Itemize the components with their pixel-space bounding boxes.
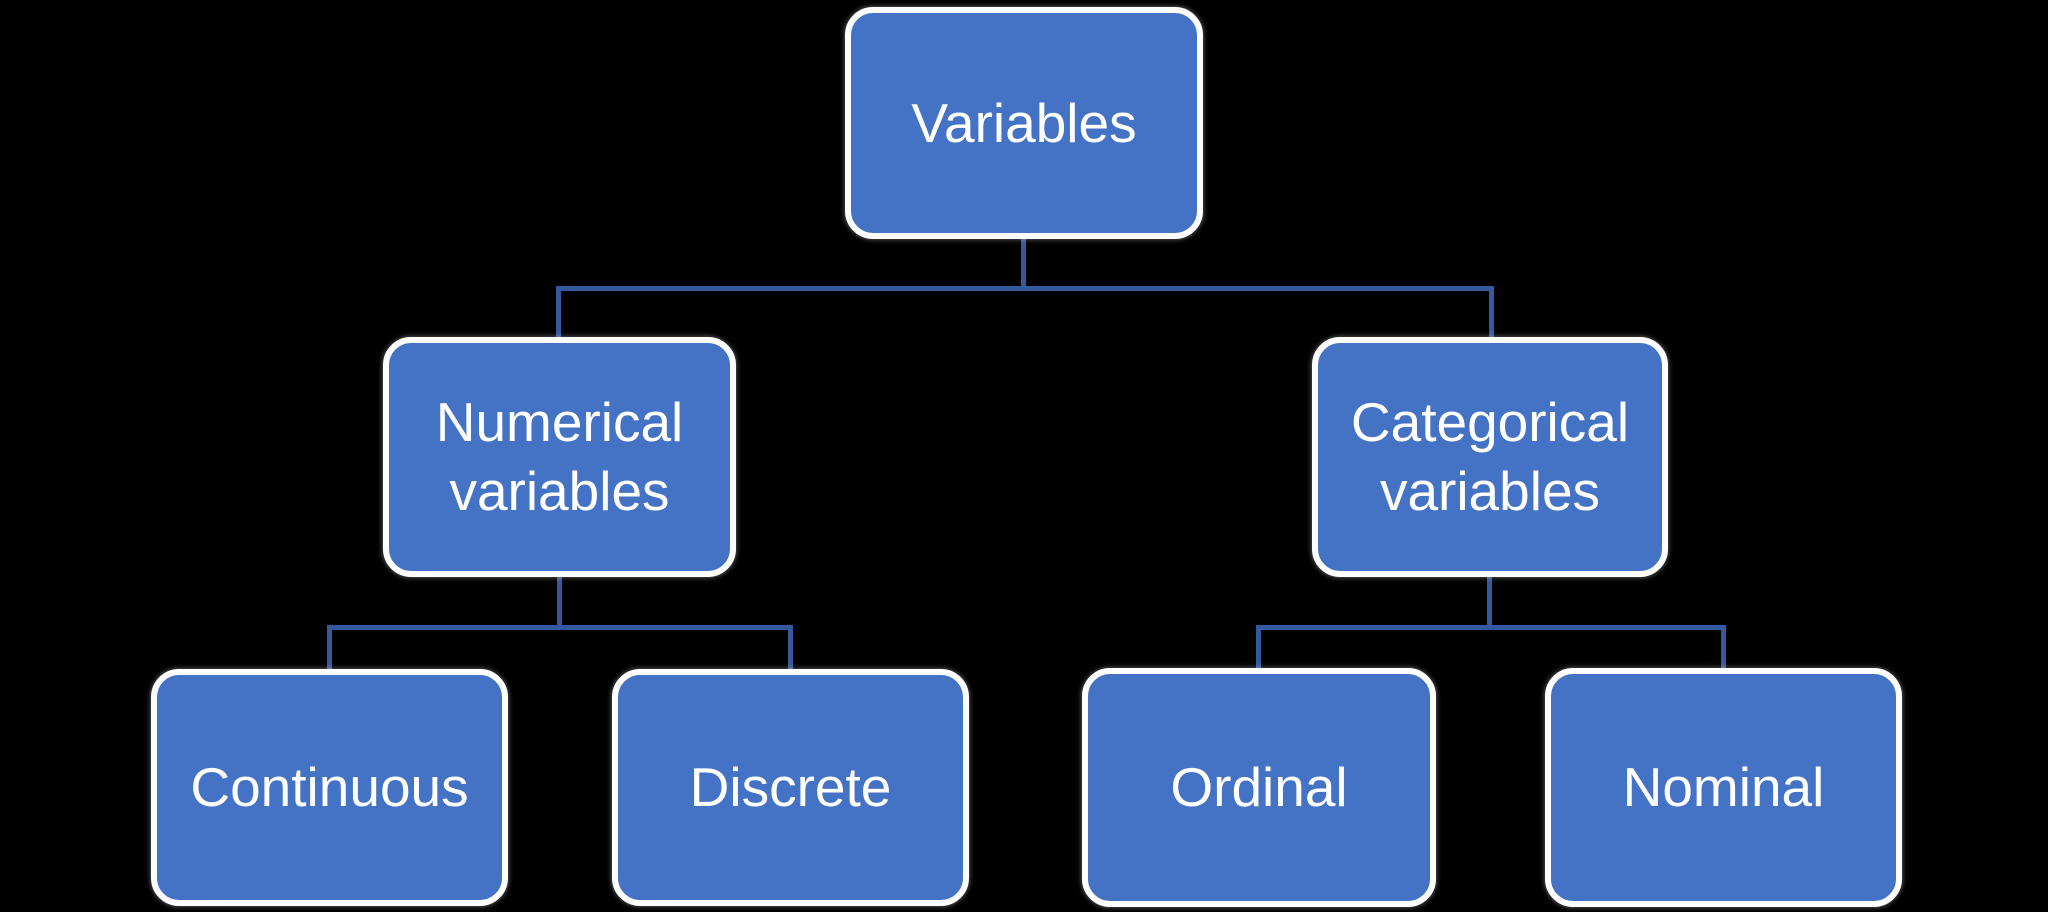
- connector-root-horizontal: [556, 286, 1494, 291]
- node-nominal-label: Nominal: [1622, 756, 1825, 819]
- node-continuous-label: Continuous: [190, 756, 469, 819]
- node-discrete: Discrete: [612, 669, 969, 906]
- connector-numerical-stub: [557, 576, 562, 625]
- node-continuous: Continuous: [151, 669, 508, 906]
- node-numerical-variables: Numerical variables: [383, 337, 736, 577]
- connector-numerical-drop-right: [788, 625, 793, 670]
- node-ordinal-label: Ordinal: [1170, 756, 1348, 819]
- node-categorical-variables-label: Categorical variables: [1350, 391, 1630, 522]
- connector-root-stub: [1021, 238, 1026, 286]
- node-nominal: Nominal: [1545, 668, 1902, 907]
- node-variables-label: Variables: [911, 91, 1137, 154]
- connector-numerical-drop-left: [327, 625, 332, 670]
- node-numerical-variables-label: Numerical variables: [435, 391, 684, 522]
- connector-categorical-drop-right: [1721, 625, 1726, 669]
- connector-root-drop-right: [1489, 286, 1494, 338]
- connector-categorical-drop-left: [1256, 625, 1261, 669]
- node-ordinal: Ordinal: [1082, 668, 1436, 907]
- connector-categorical-stub: [1487, 576, 1492, 625]
- node-discrete-label: Discrete: [689, 756, 892, 819]
- connector-categorical-horizontal: [1256, 625, 1726, 630]
- connector-root-drop-left: [556, 286, 561, 338]
- node-variables: Variables: [845, 7, 1203, 239]
- connector-numerical-horizontal: [327, 625, 793, 630]
- node-categorical-variables: Categorical variables: [1312, 337, 1668, 577]
